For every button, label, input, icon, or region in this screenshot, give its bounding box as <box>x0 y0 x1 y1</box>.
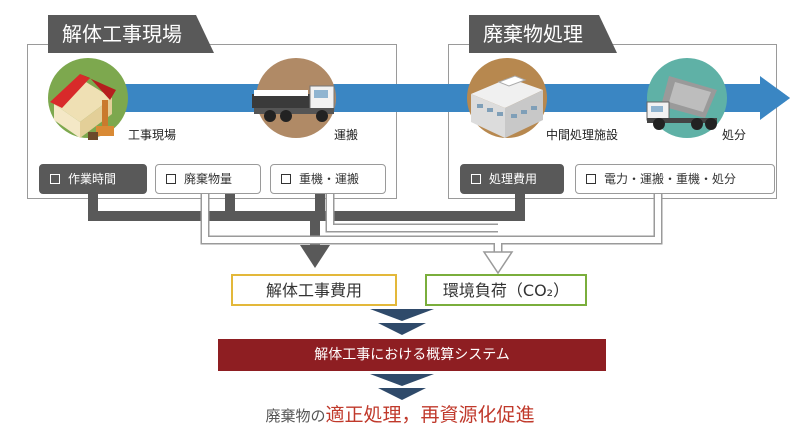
section-tab-demolition: 解体工事現場 <box>48 15 214 53</box>
item-label: 処理費用 <box>489 172 538 186</box>
building-icon <box>467 58 547 138</box>
section-tab-waste: 廃棄物処理 <box>469 15 617 53</box>
goal-statement: 廃棄物の適正処理，再資源化促進 <box>0 400 800 427</box>
item-label: 電力・運搬・重機・処分 <box>604 172 737 186</box>
stage-label-facility: 中間処理施設 <box>546 128 619 142</box>
item-work-time: 作業時間 <box>39 164 147 194</box>
estimation-system-bar: 解体工事における概算システム <box>218 339 606 371</box>
checkbox-icon <box>50 174 60 184</box>
item-processing-cost: 処理費用 <box>460 164 564 194</box>
goal-prefix: 廃棄物の <box>265 407 326 425</box>
stage-label-site: 工事現場 <box>128 128 177 142</box>
item-power-transport-machinery-disposal: 電力・運搬・重機・処分 <box>575 164 775 194</box>
chevron-down-icon <box>370 374 434 400</box>
goal-main: 適正処理，再資源化促進 <box>325 404 535 426</box>
item-label: 重機・運搬 <box>299 172 360 186</box>
house-icon <box>48 58 128 140</box>
checkbox-icon <box>471 174 481 184</box>
dump-truck-icon <box>646 58 727 138</box>
chevron-down-icon <box>370 309 434 335</box>
item-waste-amount: 廃棄物量 <box>155 164 261 194</box>
item-label: 廃棄物量 <box>184 172 233 186</box>
item-label: 作業時間 <box>68 172 117 186</box>
truck-icon <box>252 58 336 138</box>
env-arrowhead <box>482 251 514 275</box>
stage-label-transport: 運搬 <box>334 128 359 142</box>
cost-arrowhead <box>300 245 330 268</box>
checkbox-icon <box>281 174 291 184</box>
item-machinery-transport: 重機・運搬 <box>270 164 386 194</box>
stage-label-disposal: 処分 <box>722 128 747 142</box>
checkbox-icon <box>166 174 176 184</box>
result-demolition-cost: 解体工事費用 <box>231 274 397 306</box>
result-environmental-load: 環境負荷（CO₂） <box>425 274 587 306</box>
checkbox-icon <box>586 174 596 184</box>
